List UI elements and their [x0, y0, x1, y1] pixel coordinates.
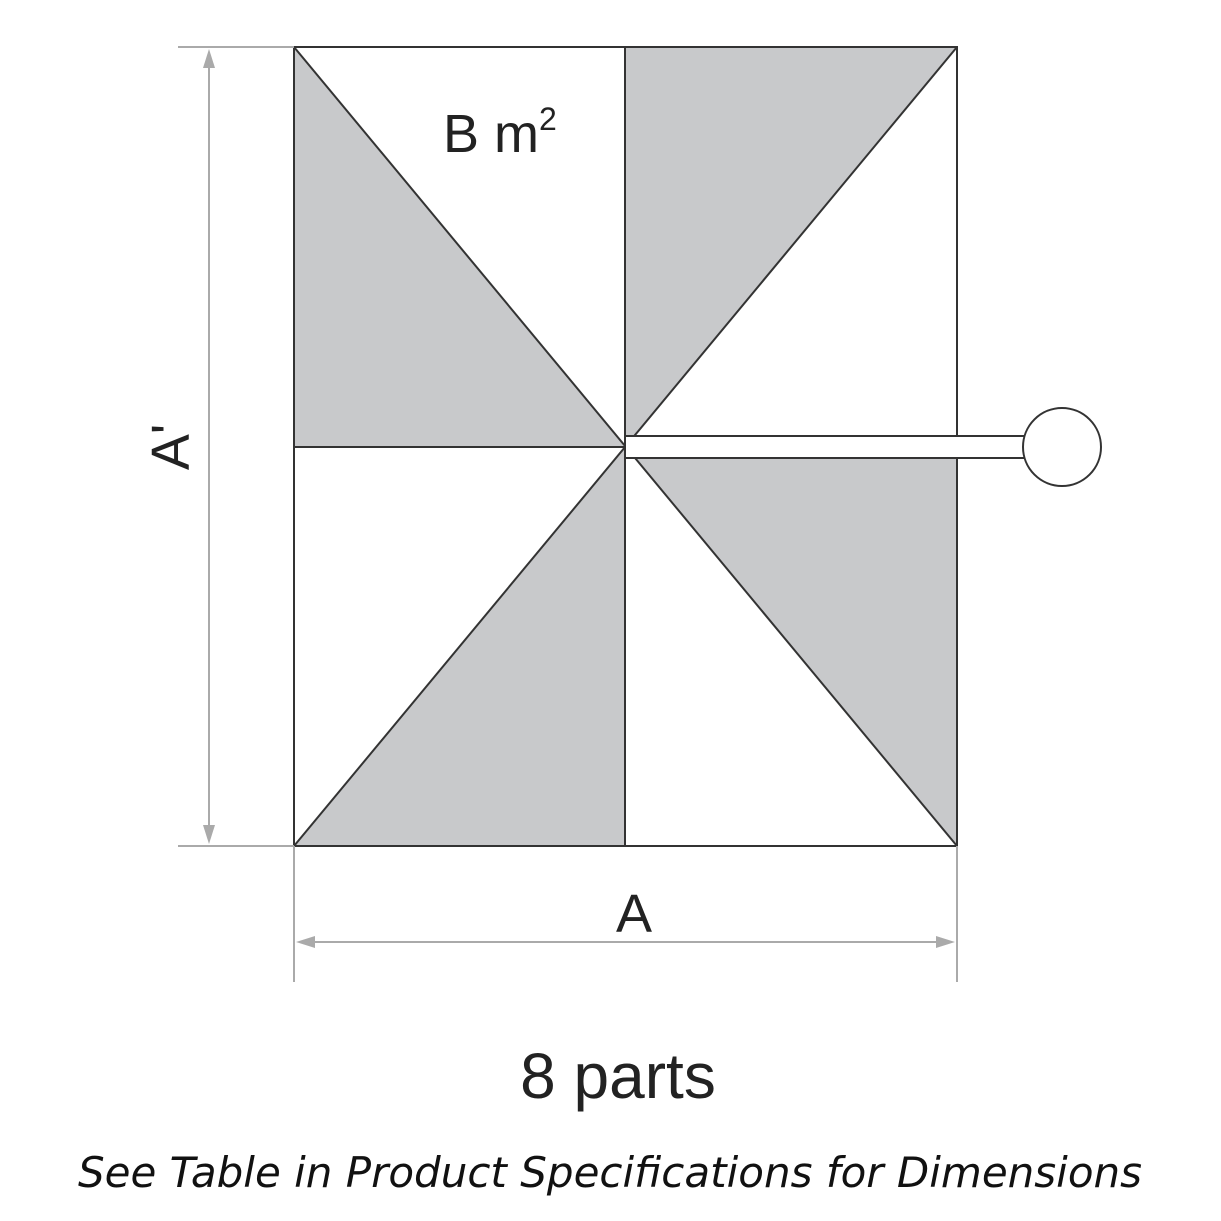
caption: See Table in Product Specifications for … — [78, 1148, 1142, 1197]
width-label: A — [616, 884, 652, 944]
parts-label: 8 parts — [520, 1040, 716, 1112]
arrow-left-icon — [296, 936, 315, 948]
pole-base-circle — [1022, 407, 1102, 487]
arrow-down-icon — [203, 825, 215, 844]
height-label: A' — [141, 424, 201, 470]
pole-bar — [624, 435, 1026, 459]
area-label: B m2 — [443, 101, 557, 164]
arrow-right-icon — [936, 936, 955, 948]
pole-handle — [624, 407, 1102, 487]
arrow-up-icon — [203, 49, 215, 68]
